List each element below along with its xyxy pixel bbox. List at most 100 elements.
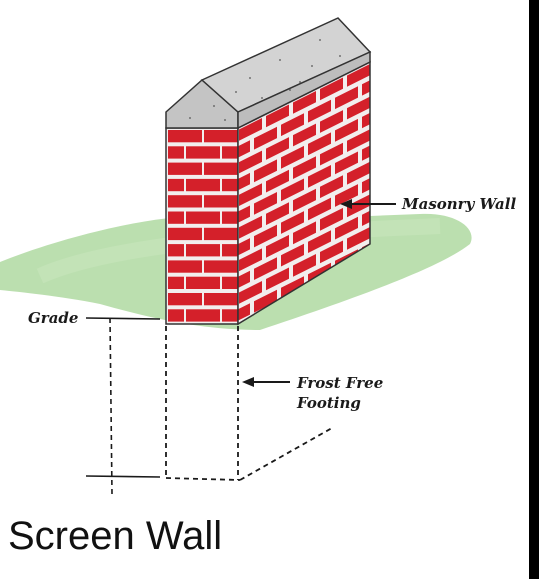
brick [308, 99, 331, 123]
brick [293, 123, 316, 147]
brick [222, 178, 238, 192]
brick [204, 260, 238, 273]
brick [335, 216, 358, 240]
brick [239, 118, 262, 141]
brick [266, 267, 289, 291]
brick [281, 178, 304, 202]
brick [308, 230, 331, 253]
brick [281, 145, 304, 169]
brick [347, 194, 370, 218]
brick [168, 162, 202, 175]
brick [222, 211, 238, 224]
brick [186, 178, 220, 192]
brick [254, 224, 277, 248]
brick [320, 175, 343, 199]
grade-dimension [85, 317, 161, 495]
label-footing: Footing [297, 394, 361, 412]
brick [222, 146, 238, 159]
brick [308, 132, 331, 156]
brick [281, 243, 304, 267]
brick [266, 137, 289, 160]
brick [186, 146, 220, 159]
brick [168, 211, 184, 224]
brick [168, 130, 202, 143]
brick [186, 244, 220, 257]
brick [239, 150, 262, 174]
brick [320, 110, 343, 133]
masonry-wall-arrow [340, 199, 396, 209]
brick [239, 215, 262, 239]
brick [281, 211, 304, 234]
label-grade: Grade [28, 309, 79, 327]
brick [362, 72, 370, 96]
brick [308, 197, 331, 221]
brick [168, 146, 184, 159]
brick [222, 244, 238, 257]
brick [186, 309, 220, 322]
brick [168, 195, 202, 208]
brick [293, 254, 316, 277]
wall-front-face [166, 128, 238, 324]
brick [266, 169, 289, 193]
label-masonry-wall: Masonry Wall [402, 195, 517, 213]
brick [362, 138, 370, 161]
brick [320, 77, 343, 101]
brick [347, 96, 370, 120]
brick [362, 203, 370, 226]
brick [186, 211, 220, 224]
brick [320, 240, 343, 264]
brick [204, 227, 238, 241]
brick [168, 260, 202, 273]
brick [335, 184, 358, 207]
label-frost-free: Frost Free [297, 374, 384, 392]
brick [281, 113, 304, 137]
brick [320, 142, 343, 166]
brick [168, 244, 184, 257]
brick [308, 165, 331, 188]
brick [320, 207, 343, 231]
footing-arrow [242, 377, 290, 387]
brick [168, 178, 184, 192]
brick [347, 161, 370, 185]
brick [254, 289, 277, 313]
wall-side-face [238, 62, 370, 324]
brick [204, 130, 238, 143]
brick [239, 281, 262, 304]
diagram-title: Screen Wall [8, 514, 223, 558]
brick [204, 293, 238, 306]
brick [254, 257, 277, 280]
brick [362, 105, 370, 129]
brick [168, 293, 202, 306]
brick [239, 183, 262, 206]
brick [347, 227, 370, 250]
brick [254, 192, 277, 215]
brick [266, 234, 289, 258]
brick [347, 129, 370, 152]
brick [293, 188, 316, 212]
brick [293, 91, 316, 114]
brick [204, 195, 238, 208]
brick [222, 276, 238, 289]
brick [239, 248, 262, 272]
brick [186, 276, 220, 289]
brick [293, 221, 316, 245]
brick [266, 202, 289, 226]
brick [362, 170, 370, 194]
brick [254, 159, 277, 183]
brick [222, 309, 238, 322]
brick [168, 276, 184, 289]
brick [347, 64, 370, 87]
brick [266, 104, 289, 128]
brick [335, 151, 358, 175]
brick [168, 309, 184, 322]
brick [293, 156, 316, 179]
wall-cap [165, 17, 372, 130]
brick [335, 118, 358, 142]
brick [254, 126, 277, 150]
brick [204, 162, 238, 175]
footing-outline [165, 326, 333, 481]
brick [168, 227, 202, 241]
brick [281, 276, 304, 300]
